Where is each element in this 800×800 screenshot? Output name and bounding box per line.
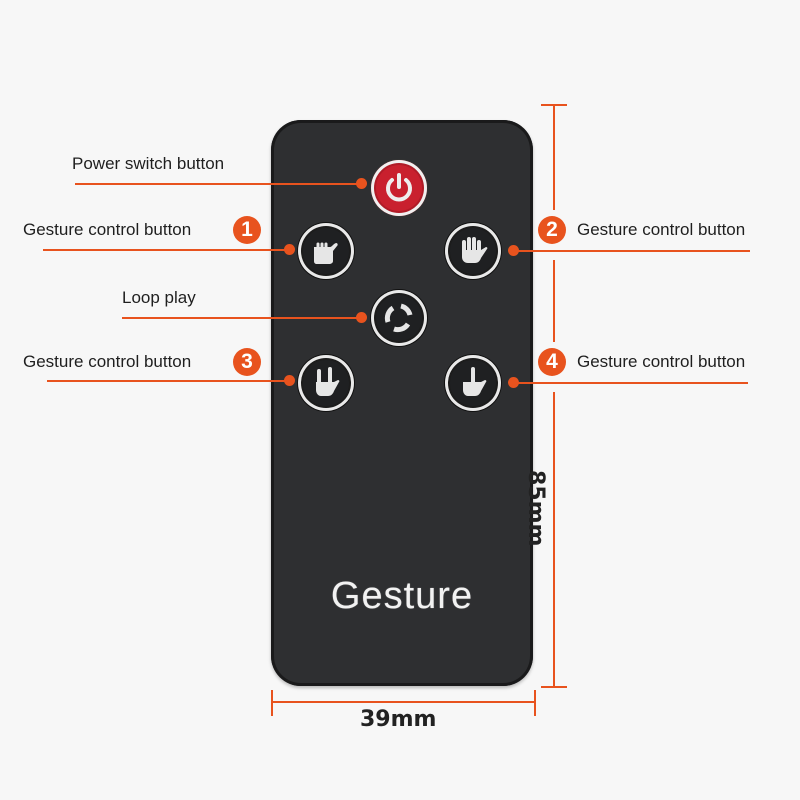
gesture-button-4[interactable] <box>445 355 501 411</box>
power-icon <box>386 173 412 202</box>
gesture-button-2[interactable] <box>445 223 501 279</box>
horns-hand-icon <box>316 367 340 396</box>
loop-label: Loop play <box>122 288 196 307</box>
gesture1-leader-line <box>43 249 289 251</box>
loop-leader-dot <box>356 312 367 323</box>
power-label: Power switch button <box>72 154 225 173</box>
brand-label: Gesture <box>330 575 474 617</box>
width-dim-left-tick <box>271 690 273 716</box>
number-badge-4: 4 <box>538 348 566 376</box>
gesture2-leader-line <box>512 250 750 252</box>
power-button[interactable] <box>371 160 427 216</box>
loop-play-button[interactable] <box>371 290 427 346</box>
gesture2-label: Gesture control button <box>577 220 746 239</box>
width-dim-line <box>271 701 536 703</box>
gesture3-leader-dot <box>284 375 295 386</box>
gesture3-leader-line <box>47 380 289 382</box>
gesture4-label: Gesture control button <box>577 352 746 371</box>
gesture4-leader-line <box>512 382 748 384</box>
width-dimension-label: 39mm <box>360 707 437 732</box>
open-palm-icon <box>462 237 488 263</box>
loop-arrows-icon <box>384 303 413 333</box>
number-badge-2: 2 <box>538 216 566 244</box>
number-badge-3: 3 <box>233 348 261 376</box>
loop-leader-line <box>122 317 362 319</box>
power-leader-dot <box>356 178 367 189</box>
gesture-button-1[interactable] <box>298 223 354 279</box>
remote-control: Gesture <box>271 120 533 686</box>
number-badge-1: 1 <box>233 216 261 244</box>
height-dimension-label: 85mm <box>523 470 548 547</box>
power-leader-line <box>75 183 361 185</box>
height-dim-line-bottom <box>553 392 555 688</box>
pointing-finger-icon <box>463 367 487 396</box>
gesture3-label: Gesture control button <box>23 352 192 371</box>
width-dim-right-tick <box>534 690 536 716</box>
height-dim-bottom-tick <box>541 686 567 688</box>
gesture-button-3[interactable] <box>298 355 354 411</box>
gesture1-label: Gesture control button <box>23 220 192 239</box>
height-dim-line-top <box>553 104 555 210</box>
thumb-hand-icon <box>314 242 338 264</box>
height-dim-line-mid <box>553 260 555 342</box>
gesture1-leader-dot <box>284 244 295 255</box>
